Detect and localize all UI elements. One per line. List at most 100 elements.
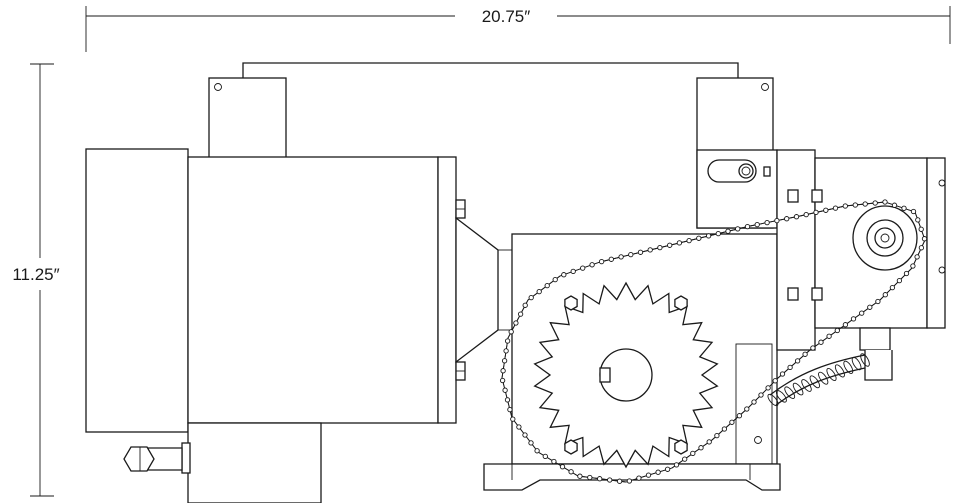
chain-roller — [859, 310, 865, 316]
chain-roller — [504, 397, 511, 403]
chain-roller — [725, 228, 731, 234]
sprocket-bolt — [564, 295, 578, 311]
chain-roller — [503, 348, 509, 354]
chain-roller — [655, 469, 661, 475]
capacitor-box — [123, 422, 322, 503]
chain-roller — [637, 249, 644, 255]
chain-roller — [832, 205, 839, 211]
chain-roller — [667, 242, 673, 248]
cable-coil — [784, 386, 796, 399]
chain-roller — [636, 475, 642, 481]
chain-roller — [921, 236, 928, 242]
chain-roller — [508, 329, 514, 335]
motor-flange — [437, 156, 457, 424]
chain-roller — [826, 333, 832, 339]
electric-motor — [85, 148, 512, 433]
chain-roller — [803, 211, 809, 218]
chain-roller — [673, 462, 680, 468]
sprocket-bolts — [564, 295, 688, 455]
chain-roller — [823, 207, 829, 213]
chain-roller — [758, 392, 764, 398]
chain-roller — [852, 202, 858, 208]
chain-roller — [721, 426, 728, 432]
chain-roller — [705, 233, 712, 239]
chain-roller — [534, 448, 540, 454]
chain-roller — [918, 226, 924, 232]
chain-roller — [500, 368, 506, 374]
chain-roller — [903, 270, 910, 277]
motor-end-cap — [85, 148, 189, 433]
chain-roller — [544, 282, 550, 289]
chain-roller — [891, 202, 898, 208]
height-dimension: 11.25″ — [12, 63, 60, 497]
chain-roller — [779, 371, 786, 377]
chain-roller — [787, 364, 793, 371]
chain-roller — [657, 244, 663, 251]
chain-roller — [522, 432, 528, 438]
chain-roller — [682, 456, 688, 462]
chain-roller — [889, 284, 896, 291]
roller-chain — [499, 199, 928, 484]
chain-roller — [696, 235, 702, 241]
width-dimension: 20.75″ — [85, 6, 951, 52]
chain-roller — [577, 473, 583, 479]
chain-roller — [616, 478, 623, 484]
chain-roller — [528, 440, 534, 446]
chain-roller — [744, 223, 751, 230]
chain-roller — [896, 277, 903, 284]
chain-roller — [517, 311, 524, 317]
chain-roller — [626, 478, 633, 484]
chain-roller — [501, 358, 508, 364]
chain-roller — [744, 406, 750, 412]
chain-roller — [842, 322, 849, 328]
large-sprocket — [533, 281, 719, 469]
sprocket-bolt — [674, 295, 688, 311]
chain-roller — [772, 378, 778, 384]
chain-roller — [551, 458, 557, 465]
chain-roller — [813, 209, 819, 216]
chain-roller — [510, 416, 516, 422]
chain-roller — [764, 219, 770, 226]
chain-roller — [751, 399, 757, 405]
chain-roller — [910, 263, 916, 269]
chain-roller — [618, 254, 624, 260]
limit-bracket — [696, 149, 946, 407]
chain-roller — [552, 276, 558, 283]
chain-roller — [542, 453, 548, 460]
chain-roller — [918, 245, 925, 251]
chain-roller — [645, 472, 652, 478]
cable-coil — [826, 367, 837, 382]
bracket-plate — [776, 149, 816, 351]
chain-roller — [690, 450, 696, 457]
chain-roller — [901, 205, 907, 211]
sprocket-bolt — [674, 439, 688, 455]
chain-roller — [842, 203, 848, 209]
chain-roller — [867, 304, 873, 310]
width-label: 20.75″ — [482, 7, 531, 26]
chain-roller — [765, 385, 771, 391]
cable-coil — [809, 375, 820, 389]
chain-roller — [589, 262, 595, 268]
cable-coil — [843, 360, 854, 374]
cable-coil — [767, 393, 779, 407]
chain-roller — [802, 351, 808, 357]
chain-roller — [914, 254, 920, 260]
chain-roller — [522, 302, 528, 308]
cable-coil — [792, 382, 804, 396]
chain-roller — [597, 476, 603, 482]
chain-roller — [729, 419, 735, 425]
chain-roller — [774, 217, 780, 224]
chain-roller — [587, 474, 593, 481]
chain-roller — [499, 377, 506, 384]
height-label: 11.25″ — [12, 265, 59, 284]
chain-roller — [686, 237, 692, 244]
chain-roller — [598, 258, 605, 265]
chain-roller — [784, 216, 790, 222]
chain-roller — [736, 413, 743, 419]
chain-roller — [676, 240, 683, 246]
motor-housing — [187, 156, 439, 424]
chain-roller — [504, 338, 511, 344]
chain-roller — [507, 406, 513, 413]
